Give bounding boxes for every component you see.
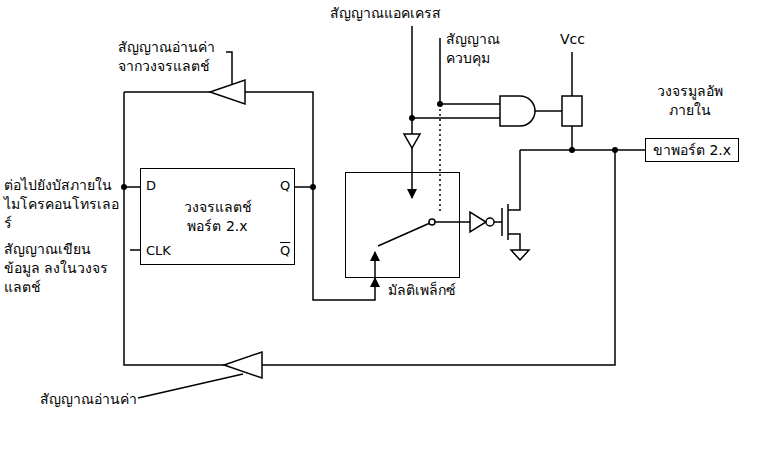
junction-dot bbox=[437, 101, 443, 107]
pin-wire bbox=[520, 149, 645, 151]
ground-symbol bbox=[511, 250, 529, 260]
fet-source bbox=[508, 234, 520, 250]
signal-connector bbox=[295, 187, 375, 300]
pin-name: CLK bbox=[146, 242, 171, 260]
box-text: ขาพอร์ต 2.x bbox=[653, 141, 731, 160]
junction-dot bbox=[612, 147, 618, 153]
bus-wire bbox=[124, 91, 210, 93]
switch-lever bbox=[378, 223, 430, 246]
inverter-bubble bbox=[486, 218, 494, 226]
control-wire bbox=[440, 38, 500, 104]
pin-name: Q bbox=[280, 242, 290, 260]
vcc-wire bbox=[571, 52, 573, 96]
signal-name: สัญญาณอ่านค่า bbox=[40, 390, 137, 409]
input-arrow bbox=[374, 252, 376, 278]
signal-name: ต่อไปยังบัสภายใน ไมโครคอนโทรเลอร์ bbox=[4, 176, 120, 233]
signal-name: สัญญาณอ่านค่า จากวงจรแลตช์ bbox=[118, 38, 222, 76]
pin-name: Q bbox=[280, 177, 290, 195]
gate-wire bbox=[535, 110, 562, 112]
port-pin-box: ขาพอร์ต 2.x bbox=[645, 138, 739, 163]
leader-line bbox=[138, 374, 243, 398]
switch-pivot bbox=[429, 219, 435, 225]
select-arrow bbox=[411, 172, 413, 198]
pin-read-wire bbox=[262, 150, 615, 365]
and-gate bbox=[500, 96, 535, 126]
signal-name: สัญญาณเขียนข้อมูล ลงในวงจรแลตช์ bbox=[4, 240, 120, 297]
junction-dot bbox=[409, 115, 415, 121]
address-wire bbox=[411, 26, 413, 172]
address-branch bbox=[412, 117, 500, 119]
junction-dot bbox=[121, 184, 127, 190]
leader-line bbox=[226, 52, 232, 84]
signal-name: สัญญาณ ควบคุม bbox=[446, 30, 508, 68]
clk-wire bbox=[130, 249, 140, 251]
gate-wire bbox=[494, 221, 502, 223]
junction-dot bbox=[569, 147, 575, 153]
part-name: วงจรมูลอัพ ภายใน bbox=[648, 82, 732, 120]
inverter-symbol bbox=[470, 212, 486, 232]
multiplexer-box: มัลติเพล็กซ์ bbox=[345, 172, 460, 278]
buffer-symbol bbox=[210, 80, 245, 104]
mux-output bbox=[435, 221, 470, 223]
supply-name: Vcc bbox=[560, 30, 585, 49]
fet-gate bbox=[501, 208, 503, 236]
part-label: มัลติเพล็กซ์ bbox=[388, 281, 456, 300]
signal-name: สัญญาณแอคเครส bbox=[330, 4, 441, 23]
fet-drain bbox=[508, 150, 520, 210]
pullup-wire bbox=[571, 126, 573, 150]
latch-read-wire bbox=[245, 92, 313, 187]
box-text: วงจรแลตช์ พอร์ต 2.x bbox=[172, 198, 264, 236]
pin-name: D bbox=[146, 177, 156, 195]
control-dotted bbox=[439, 104, 441, 212]
pullup-symbol bbox=[562, 96, 582, 126]
buffer-symbol bbox=[404, 134, 420, 148]
